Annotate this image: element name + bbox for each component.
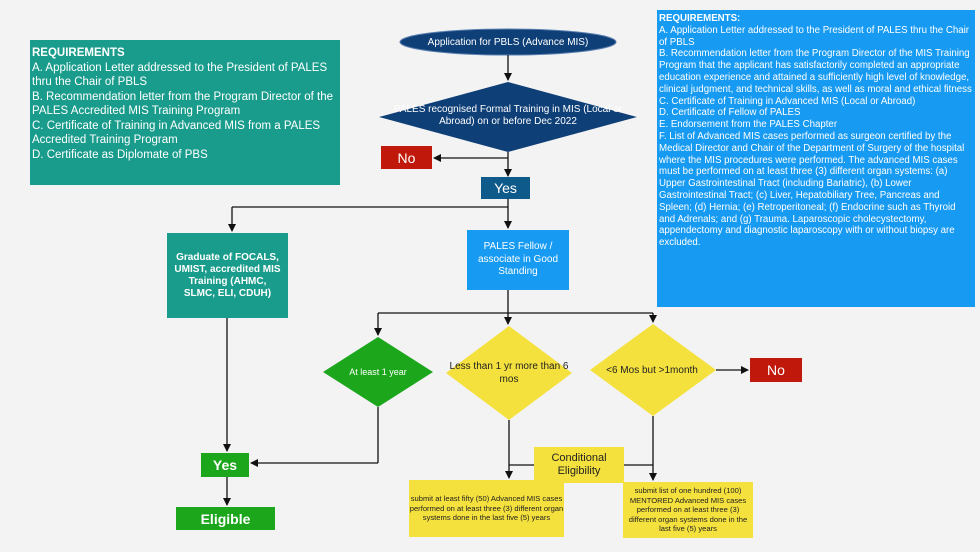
left-requirement-item: D. Certificate as Diplomate of PBS: [32, 148, 208, 161]
right-requirement-item: B. Recommendation letter from the Progra…: [659, 48, 972, 95]
yes-outcome-box: Yes: [201, 453, 249, 477]
left-requirement-item: A. Application Letter addressed to the P…: [32, 61, 328, 89]
eligible-box: Eligible: [176, 507, 275, 530]
yes-box: Yes: [481, 177, 530, 199]
right-requirement-item: F. List of Advanced MIS cases performed …: [659, 130, 965, 249]
decision-diamond: [379, 82, 637, 152]
decision-formal-training-label: PALES recognised Formal Training in MIS …: [393, 103, 623, 128]
at-least-1-year-label: At least 1 year: [349, 367, 407, 377]
right-requirement-item: E. Endorsement from the PALES Chapter: [659, 119, 838, 131]
less-than-6-months-label: <6 Mos but >1month: [606, 364, 698, 376]
less-than-1-year-label: Less than 1 yr more than 6 mos: [449, 361, 569, 385]
submit-100-cases-box: submit list of one hundred (100) MENTORE…: [623, 482, 753, 538]
duration-1mo-diamond: [590, 324, 716, 416]
no-outcome-box: No: [750, 358, 802, 382]
right-requirements-title: REQUIREMENTS:: [659, 13, 741, 24]
duration-6mos-diamond: [446, 326, 572, 420]
right-requirements-panel: REQUIREMENTS: A. Application Letter addr…: [657, 10, 975, 307]
conditional-eligibility-box: Conditional Eligibility: [534, 447, 624, 483]
right-requirement-item: D. Certificate of Fellow of PALES: [659, 107, 801, 119]
fellow-box: PALES Fellow / associate in Good Standin…: [467, 230, 569, 290]
start-label: Application for PBLS (Advance MIS): [427, 36, 589, 48]
left-requirements-title: REQUIREMENTS: [32, 47, 125, 59]
submit-50-cases-box: submit at least fifty (50) Advanced MIS …: [409, 480, 564, 537]
right-requirement-item: A. Application Letter addressed to the P…: [659, 24, 970, 48]
left-requirement-item: C. Certificate of Training in Advanced M…: [32, 119, 321, 147]
graduate-box: Graduate of FOCALS, UMIST, accredited MI…: [167, 233, 288, 318]
duration-1yr-diamond: [323, 337, 433, 407]
left-requirements-panel: REQUIREMENTS A. Application Letter addre…: [30, 40, 340, 185]
no-box: No: [381, 146, 432, 169]
right-requirement-item: C. Certificate of Training in Advanced M…: [659, 95, 916, 107]
left-requirement-item: B. Recommendation letter from the Progra…: [32, 90, 334, 118]
